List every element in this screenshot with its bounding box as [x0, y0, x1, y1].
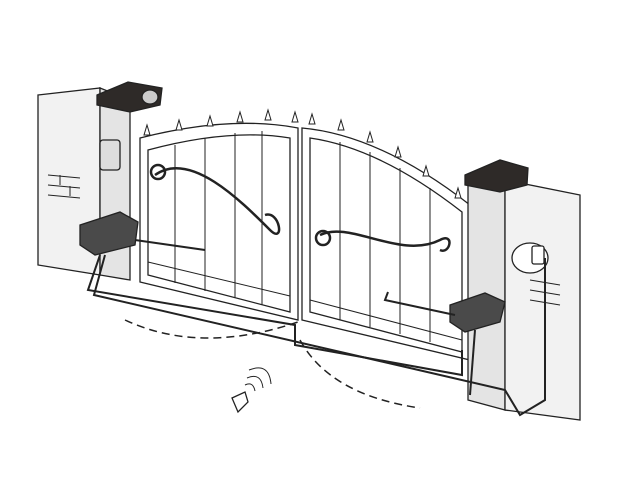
- cables: [86, 254, 546, 417]
- swing-paths: [124, 319, 421, 409]
- left-motor: [79, 211, 206, 256]
- keypad: [511, 242, 549, 274]
- left-pillar-cap: [96, 81, 163, 113]
- remote-icon: [231, 367, 272, 414]
- right-pillar: [467, 179, 581, 421]
- right-motor: [383, 291, 506, 333]
- left-pillar: [37, 87, 131, 281]
- right-gate-leaf: [301, 112, 471, 361]
- warning-lamp: [141, 89, 159, 105]
- left-gate-leaf: [139, 108, 299, 321]
- right-pillar-cap: [464, 159, 529, 193]
- photocell: [99, 139, 121, 171]
